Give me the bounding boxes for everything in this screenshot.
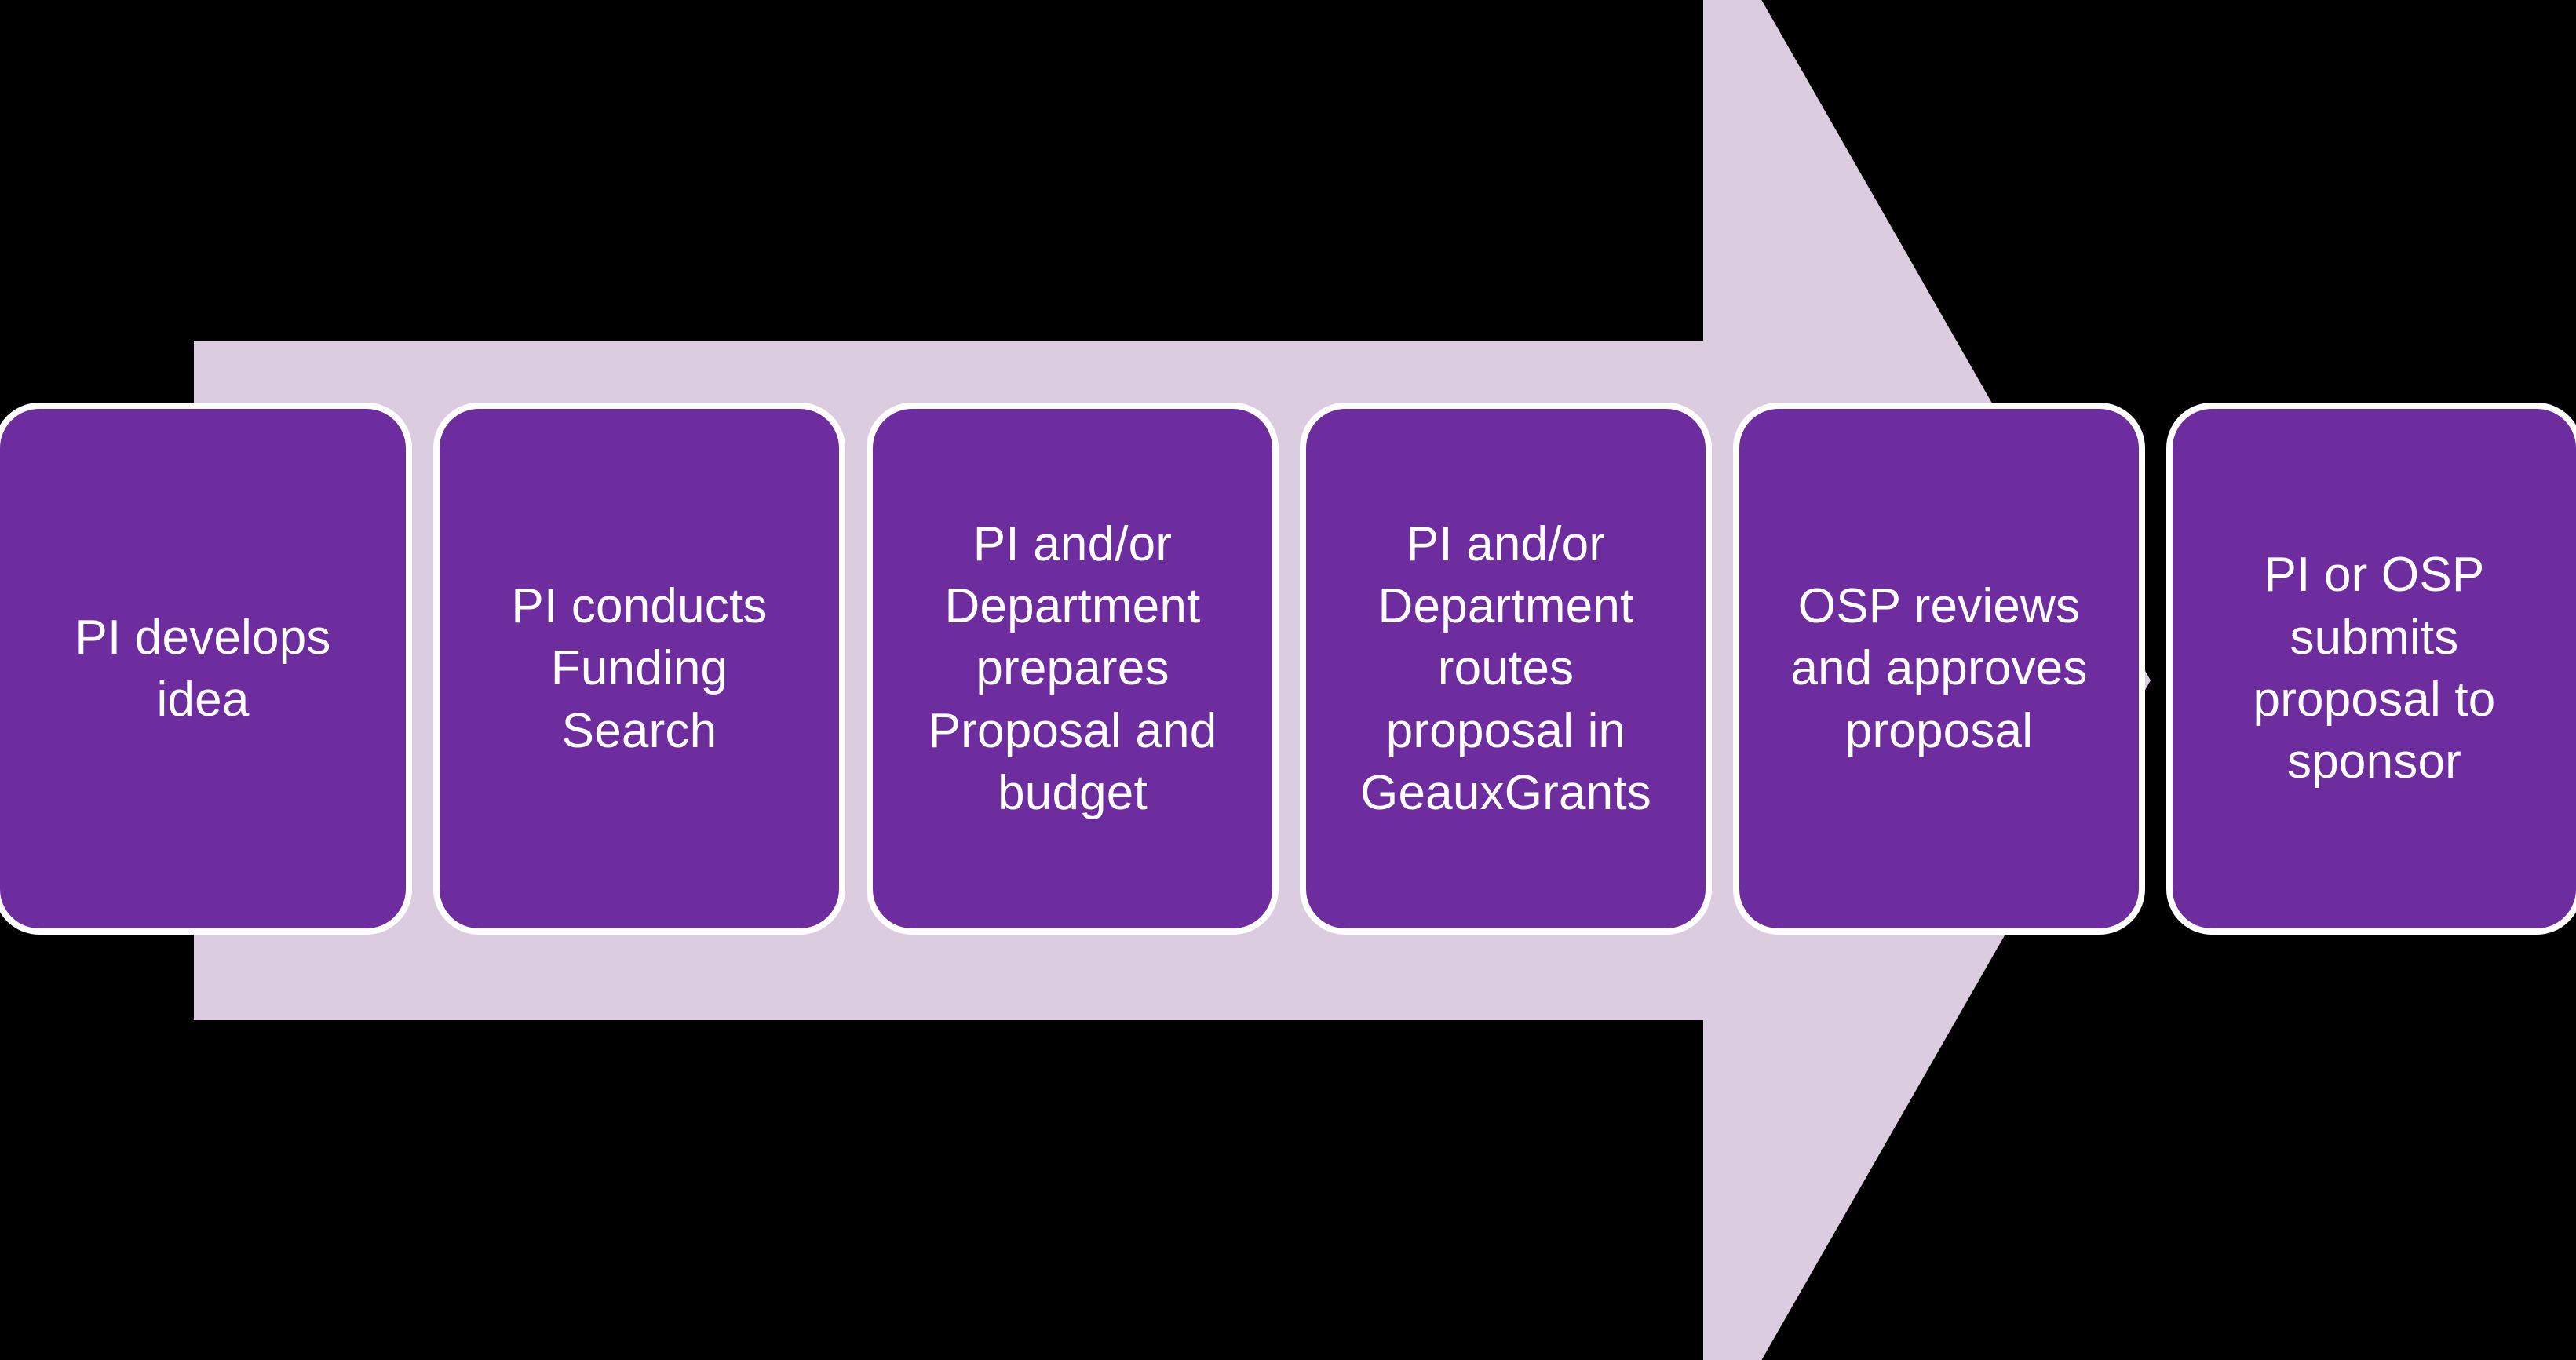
process-step-6[interactable]: PI or OSP submits proposal to sponsor [2166,403,2576,935]
process-step-5[interactable]: OSP reviews and approves proposal [1733,403,2145,935]
process-step-3[interactable]: PI and/or Department prepares Proposal a… [867,403,1279,935]
process-step-2[interactable]: PI conducts Funding Search [433,403,845,935]
process-step-1[interactable]: PI develops idea [0,403,412,935]
process-step-3-label: PI and/or Department prepares Proposal a… [928,516,1217,821]
process-step-2-label: PI conducts Funding Search [511,578,768,758]
process-steps: PI develops idea PI conducts Funding Sea… [0,403,2576,935]
process-step-5-label: OSP reviews and approves proposal [1790,578,2088,758]
process-step-4-label: PI and/or Department routes proposal in … [1360,516,1651,821]
process-step-1-label: PI develops idea [75,610,331,727]
process-step-4[interactable]: PI and/or Department routes proposal in … [1300,403,1712,935]
process-step-6-label: PI or OSP submits proposal to sponsor [2253,548,2496,789]
